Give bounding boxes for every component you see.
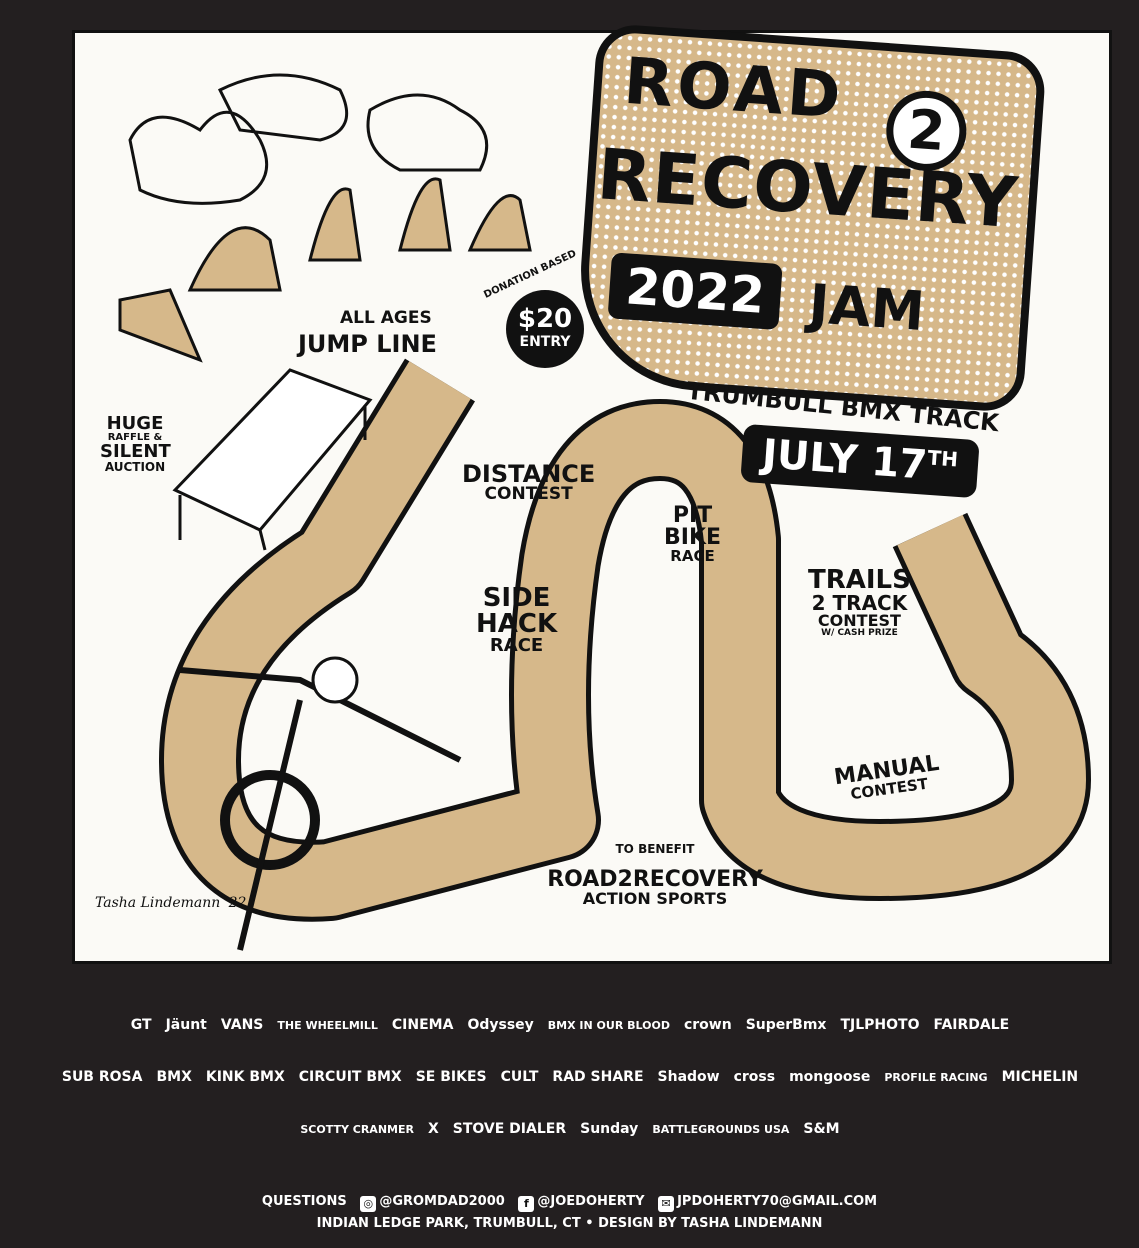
- sponsor-logo: MICHELIN: [1001, 1069, 1079, 1085]
- sponsor-logo: SUB ROSA: [61, 1069, 143, 1085]
- dirt-jumps: [118, 73, 532, 363]
- sponsor-logo: GT: [130, 1017, 152, 1033]
- instagram-handle[interactable]: @GROMDAD2000: [379, 1194, 505, 1209]
- sponsor-logo: SCOTTY CRANMER: [300, 1122, 414, 1136]
- pit-l2: BIKE: [664, 525, 722, 550]
- raffle-l3: SILENT: [100, 441, 171, 462]
- facebook-handle[interactable]: @JOEDOHERTY: [537, 1194, 645, 1209]
- sponsor-logo: BMX IN OUR BLOOD: [547, 1018, 670, 1032]
- jump-line-l1: ALL AGES: [340, 308, 432, 328]
- sponsor-logo: BATTLEGROUNDS USA: [652, 1122, 790, 1136]
- footer-contacts: QUESTIONS ◎@GROMDAD2000 f@JOEDOHERTY ✉JP…: [0, 1194, 1139, 1212]
- trails-l4: W/ CASH PRIZE: [821, 628, 898, 638]
- sponsor-logo: TJLPHOTO: [840, 1017, 920, 1033]
- artist-signature: Tasha Lindemann '22: [95, 895, 247, 911]
- raffle-l1: HUGE: [106, 413, 164, 434]
- footer-location: INDIAN LEDGE PARK, TRUMBULL, CT • DESIGN…: [316, 1216, 823, 1231]
- entry-label: ENTRY: [519, 334, 571, 350]
- benefit-sub: ACTION SPORTS: [582, 889, 728, 908]
- trails-l3: CONTEST: [817, 611, 901, 630]
- entry-badge: $20 ENTRY: [506, 290, 584, 368]
- sponsor-logo: RAD SHARE: [552, 1069, 644, 1085]
- sponsor-logo: Jäunt: [165, 1017, 207, 1033]
- sponsor-logo: X: [427, 1121, 439, 1137]
- sponsor-logo: STOVE DIALER: [452, 1121, 567, 1137]
- sponsor-logo: BMX: [156, 1069, 192, 1085]
- sponsor-logo: S&M: [803, 1121, 840, 1137]
- raffle-l2: RAFFLE &: [107, 432, 163, 443]
- questions-label: QUESTIONS: [261, 1194, 347, 1209]
- date-main: JULY 17: [760, 431, 929, 489]
- sponsor-row-2: SUB ROSA BMX KINK BMX CIRCUIT BMX SE BIKES CU…: [50, 1052, 1090, 1102]
- sponsor-logo: FAIRDALE: [933, 1017, 1010, 1033]
- pit-l1: PIT: [672, 503, 713, 528]
- raffle-l4: AUCTION: [104, 460, 166, 474]
- sponsor-logo: CIRCUIT BMX: [298, 1069, 402, 1085]
- pit-bike-label: PIT BIKE RACE: [664, 505, 721, 564]
- benefit-block: TO BENEFIT ROAD2RECOVERY ACTION SPORTS: [540, 843, 770, 907]
- trails-label: TRAILS 2 TRACK CONTEST W/ CASH PRIZE: [808, 567, 911, 638]
- trails-l1: TRAILS: [808, 565, 911, 595]
- pit-l3: RACE: [670, 547, 715, 565]
- distance-l2: CONTEST: [484, 484, 573, 504]
- sponsor-logo: KINK BMX: [205, 1069, 285, 1085]
- event-title-badge: ROAD 2 RECOVERY 2022 JAM: [562, 12, 1057, 424]
- title-year: 2022: [607, 252, 783, 331]
- sponsor-logo: cross: [733, 1069, 776, 1085]
- benefit-caption: TO BENEFIT: [615, 842, 695, 856]
- sponsor-logo: Odyssey: [467, 1017, 534, 1033]
- sponsor-logo: PROFILE RACING: [884, 1070, 988, 1084]
- trails-l2: 2 TRACK: [811, 591, 908, 615]
- side-hack-label: SIDE HACK RACE: [476, 585, 557, 655]
- sponsor-logo: SuperBmx: [745, 1017, 827, 1033]
- email-icon: ✉: [658, 1196, 675, 1212]
- entry-price: $20: [517, 304, 573, 334]
- sponsor-logo: SE BIKES: [415, 1069, 487, 1085]
- title-road: ROAD: [621, 44, 847, 134]
- sponsor-logo: Shadow: [657, 1069, 720, 1085]
- sidehack-l3: RACE: [489, 635, 544, 656]
- tent: [172, 368, 373, 551]
- email-address[interactable]: JPDOHERTY70@GMAIL.COM: [677, 1194, 878, 1209]
- sponsor-logo: CULT: [500, 1069, 539, 1085]
- distance-l1: DISTANCE: [462, 460, 596, 488]
- sponsor-logo: Sunday: [580, 1121, 639, 1137]
- rider-bike: [179, 656, 462, 951]
- raffle-label: HUGE RAFFLE & SILENT AUCTION: [100, 413, 171, 474]
- sponsor-logo: mongoose: [789, 1069, 871, 1085]
- benefit-name: ROAD2RECOVERY: [547, 867, 763, 892]
- sponsor-logo: THE WHEELMILL: [277, 1018, 378, 1032]
- title-jam: JAM: [806, 272, 927, 344]
- sidehack-l1: SIDE: [482, 583, 551, 613]
- sponsor-logo: crown: [683, 1017, 732, 1033]
- facebook-icon: f: [518, 1196, 535, 1212]
- instagram-icon: ◎: [360, 1196, 377, 1212]
- sponsor-logo: CINEMA: [391, 1017, 454, 1033]
- distance-label: DISTANCE CONTEST: [462, 462, 595, 503]
- date-suffix: TH: [926, 445, 959, 472]
- sidehack-l2: HACK: [476, 609, 558, 639]
- sponsor-row-1: GT Jäunt VANS THE WHEELMILL CINEMA Odyssey BMX…: [50, 1000, 1090, 1050]
- sponsor-row-3: SCOTTY CRANMER X STOVE DIALER Sunday BATTLEG…: [50, 1104, 1090, 1154]
- sponsor-logo: VANS: [220, 1017, 264, 1033]
- jump-line-l2: JUMP LINE: [298, 330, 437, 358]
- track-surface: [164, 361, 1086, 917]
